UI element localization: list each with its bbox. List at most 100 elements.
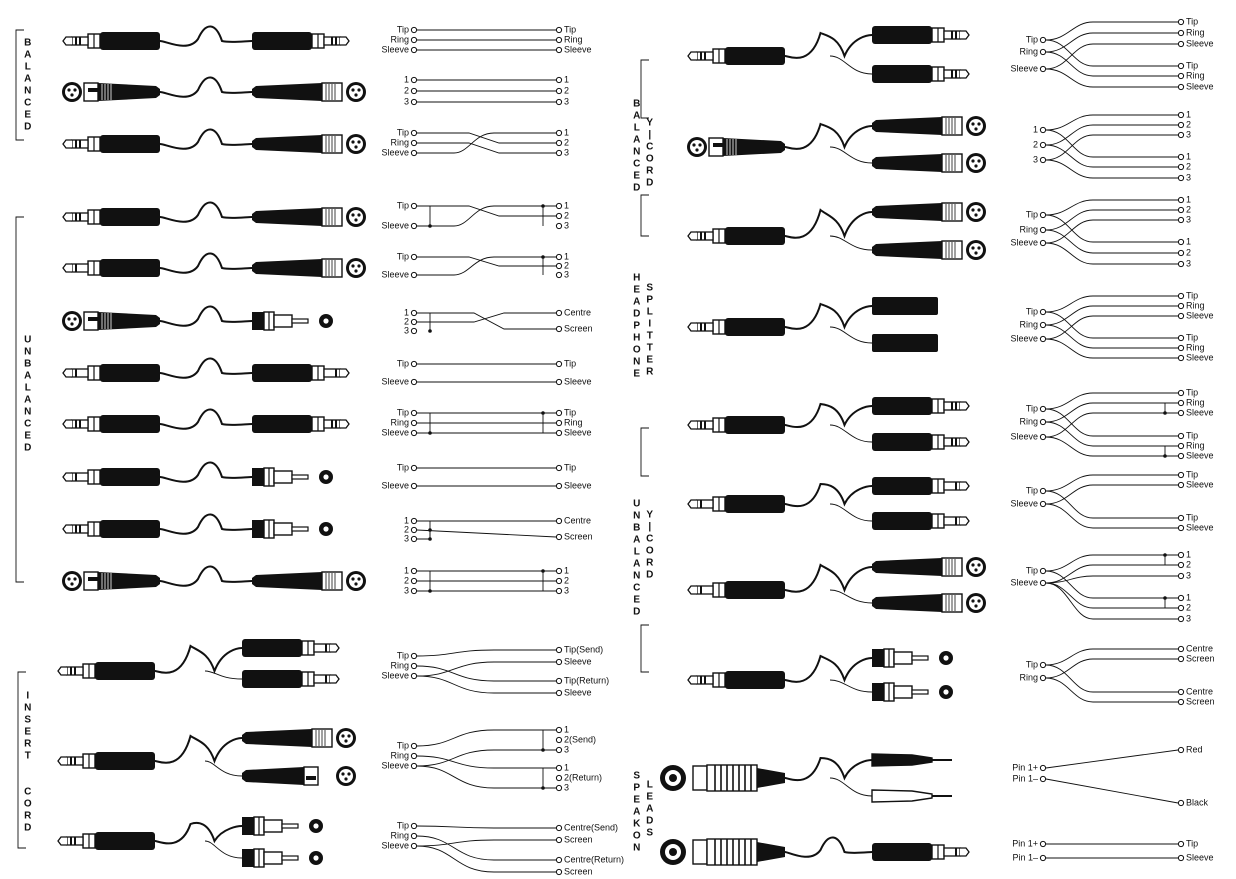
jack-body [872,477,932,495]
jack-shaft [943,847,961,857]
section-label-letter: N [24,86,32,97]
insert-wiring-1: TipRingSleeveTip(Send)SleeveTip(Return)S… [381,644,609,697]
xlr-body [872,203,942,221]
terminal [1039,156,1047,164]
wire [416,845,556,873]
terminal [410,464,418,472]
wire [416,529,557,538]
pin-label: 3 [1186,613,1191,623]
wire [1045,209,1178,231]
pin-label: Sleeve [381,480,409,490]
pin-label: Screen [1186,653,1215,663]
terminal [1177,111,1185,119]
section-label-letter: H [633,333,641,344]
terminal [410,309,418,317]
rca-shell [273,314,293,328]
pin-label: 3 [404,325,409,335]
terminal [555,202,563,210]
terminal [410,318,418,326]
terminal [410,139,418,147]
jack-body [872,512,932,530]
pin-label: Ring [390,417,409,427]
section-label-letter: O [646,546,654,557]
section-label-letter: C [646,534,654,545]
terminal [1177,514,1185,522]
jack-body [100,259,160,277]
xlr-body [98,312,160,330]
pin-label: 1 [564,74,569,84]
rca-pin [911,655,929,661]
terminal [555,419,563,427]
terminal [410,587,418,595]
wire [829,235,873,251]
pin-label: 1 [1186,109,1191,119]
section-label-letter: S [24,715,31,726]
rca-shell [273,470,293,484]
pin-label: Tip [564,358,576,368]
terminal [410,742,418,750]
cable-line [784,122,873,150]
jack-body [100,32,160,50]
pin-label: 2 [1186,602,1191,612]
xlr-body [252,259,322,277]
terminal [1177,399,1185,407]
pin-label: Screen [564,866,593,876]
pin-label: Sleeve [1186,450,1214,460]
jack-body [725,495,785,513]
wire [1045,68,1178,88]
pin-label: Sleeve [381,670,409,680]
wire [1045,664,1178,693]
section-label-letter: A [633,535,641,546]
terminal [555,517,563,525]
terminal [555,262,563,270]
pin-label: Sleeve [564,687,592,697]
pin-label: Tip [1026,34,1038,44]
section-label-letter: S [646,828,653,839]
wire [1045,39,1178,67]
junction [428,537,432,541]
pin-label: Sleeve [381,220,409,230]
pin-label: Tip [397,740,409,750]
terminal [410,517,418,525]
jack-body [872,26,932,44]
terminal [1039,854,1047,862]
pin-label: Sleeve [1186,352,1214,362]
pin-label: 1 [564,251,569,261]
junction [541,411,545,415]
section-label-letter: C [24,787,32,798]
section-label-letter: K [633,819,641,830]
junction [541,204,545,208]
speakon-nose [692,839,708,865]
terminal [410,832,418,840]
pin-label: 3 [1186,214,1191,224]
section-label-letter: B [24,38,32,49]
pin-label: Sleeve [564,427,592,437]
wire [15,216,24,583]
terminal [1177,481,1185,489]
pin-label: Centre [1186,686,1213,696]
terminal [555,409,563,417]
insert-cord-1: TipRingSleeveTip(Send)SleeveTip(Return)S… [57,639,609,697]
cable-line [159,252,253,274]
wire [417,132,556,144]
pin-label: Tip [1186,332,1198,342]
pin-label: Sleeve [1186,38,1214,48]
jack-tip [330,643,340,653]
jack-body [872,65,932,83]
wire [15,29,24,141]
pin-label: Ring [564,34,583,44]
terminal [555,309,563,317]
pin-label: 3 [404,533,409,543]
wire [640,59,649,119]
terminal [1177,216,1185,224]
jack-shaft [943,481,961,491]
jack-body [100,135,160,153]
section-label-letter: S [633,771,640,782]
